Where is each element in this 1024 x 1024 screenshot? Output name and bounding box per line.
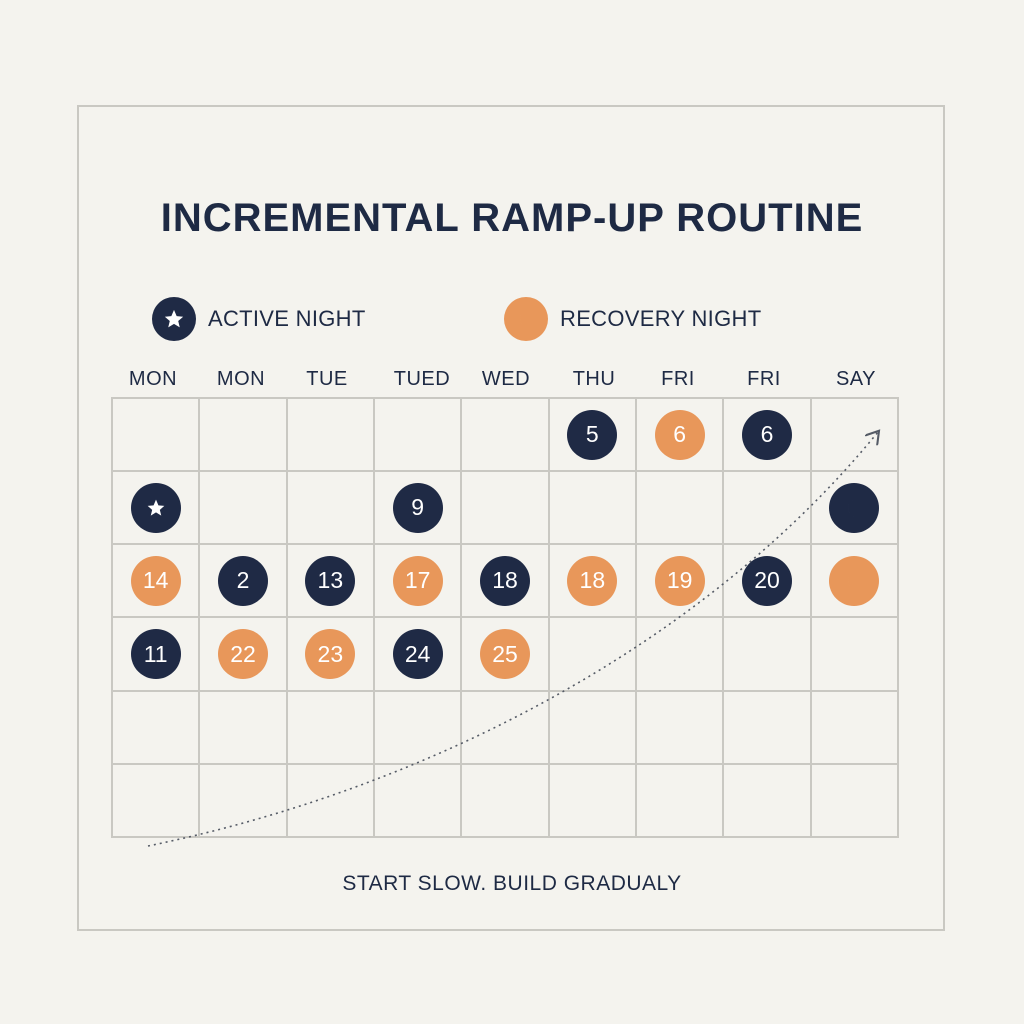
calendar-cell: 6: [637, 399, 725, 473]
calendar-cell: [637, 472, 725, 546]
calendar-cell: [549, 618, 637, 692]
active-night-badge: 5: [567, 409, 618, 460]
day-header: TUED: [393, 368, 451, 390]
calendar-cell: [462, 472, 550, 546]
calendar-cell: 2: [200, 545, 288, 619]
calendar-cell: 9: [375, 472, 463, 546]
calendar-cell: [200, 691, 288, 765]
calendar-cell: [287, 399, 375, 473]
recovery-night-badge: 14: [130, 555, 181, 606]
calendar-cell: [811, 764, 899, 838]
calendar-cell: 22: [200, 618, 288, 692]
day-header: TUE: [306, 368, 348, 390]
active-night-badge: 20: [741, 555, 792, 606]
star-icon: [152, 297, 196, 341]
recovery-night-badge: 18: [567, 555, 618, 606]
calendar-cell: 18: [462, 545, 550, 619]
active-night-badge: 24: [392, 629, 443, 680]
calendar-cell: [637, 764, 725, 838]
calendar-cell: 18: [549, 545, 637, 619]
page-title: INCREMENTAL RAMP-UP ROUTINE: [160, 196, 864, 240]
day-header: WED: [481, 368, 531, 390]
recovery-night-badge: 23: [305, 629, 356, 680]
calendar-cell: [113, 472, 201, 546]
recovery-night-badge: 22: [217, 629, 268, 680]
day-header: THU: [572, 368, 616, 390]
star-icon: [130, 482, 181, 533]
calendar-cell: [200, 764, 288, 838]
calendar-cell: [724, 618, 812, 692]
calendar-cell: [811, 399, 899, 473]
calendar-cell: [811, 618, 899, 692]
calendar-cell: 20: [724, 545, 812, 619]
calendar-cell: [375, 764, 463, 838]
calendar-cell: [375, 691, 463, 765]
calendar-cell: [811, 472, 899, 546]
calendar-cell: [549, 764, 637, 838]
recovery-night-badge: 6: [654, 409, 705, 460]
calendar-cell: [375, 399, 463, 473]
moon-icon: [829, 482, 880, 533]
calendar-cell: [462, 764, 550, 838]
calendar-cell: [200, 472, 288, 546]
day-header: SAY: [835, 368, 877, 390]
calendar-cell: [724, 472, 812, 546]
calendar-cell: [811, 545, 899, 619]
poster-frame: [77, 105, 945, 931]
active-night-badge: 11: [130, 629, 181, 680]
calendar-cell: 19: [637, 545, 725, 619]
day-header: FRI: [747, 368, 781, 390]
day-header: MON: [128, 368, 178, 390]
active-night-badge: 18: [479, 555, 530, 606]
legend-recovery: RECOVERY NIGHT: [504, 297, 761, 341]
calendar-cell: [287, 472, 375, 546]
moon-icon: [829, 555, 880, 606]
active-night-badge: 6: [741, 409, 792, 460]
moon-icon: [504, 297, 548, 341]
recovery-night-badge: 17: [392, 555, 443, 606]
calendar-cell: [811, 691, 899, 765]
legend-active-label: ACTIVE NIGHT: [208, 306, 366, 331]
calendar-cell: [287, 691, 375, 765]
active-night-badge: 2: [217, 555, 268, 606]
calendar-cell: [462, 399, 550, 473]
calendar-cell: 14: [113, 545, 201, 619]
calendar-cell: [113, 399, 201, 473]
calendar-cell: 24: [375, 618, 463, 692]
active-night-badge: 13: [305, 555, 356, 606]
calendar-cell: [549, 691, 637, 765]
calendar-cell: 5: [549, 399, 637, 473]
calendar-cell: [200, 399, 288, 473]
calendar-cell: [637, 618, 725, 692]
day-header: MON: [216, 368, 266, 390]
calendar-cell: [724, 691, 812, 765]
calendar-cell: 25: [462, 618, 550, 692]
calendar-cell: [462, 691, 550, 765]
day-header: FRI: [661, 368, 695, 390]
calendar-cell: [637, 691, 725, 765]
recovery-night-badge: 25: [479, 629, 530, 680]
calendar-cell: [287, 764, 375, 838]
legend-active: ACTIVE NIGHT: [152, 297, 366, 341]
calendar-cell: [113, 764, 201, 838]
legend-recovery-label: RECOVERY NIGHT: [560, 306, 762, 331]
recovery-night-badge: 19: [654, 555, 705, 606]
footer-tagline: START SLOW. BUILD GRADUALY: [342, 872, 682, 895]
calendar-cell: [549, 472, 637, 546]
calendar-cell: 11: [113, 618, 201, 692]
calendar-cell: 6: [724, 399, 812, 473]
calendar-cell: 13: [287, 545, 375, 619]
calendar-cell: [724, 764, 812, 838]
calendar-cell: 17: [375, 545, 463, 619]
active-night-badge: 9: [392, 482, 443, 533]
calendar-cell: [113, 691, 201, 765]
calendar-cell: 23: [287, 618, 375, 692]
